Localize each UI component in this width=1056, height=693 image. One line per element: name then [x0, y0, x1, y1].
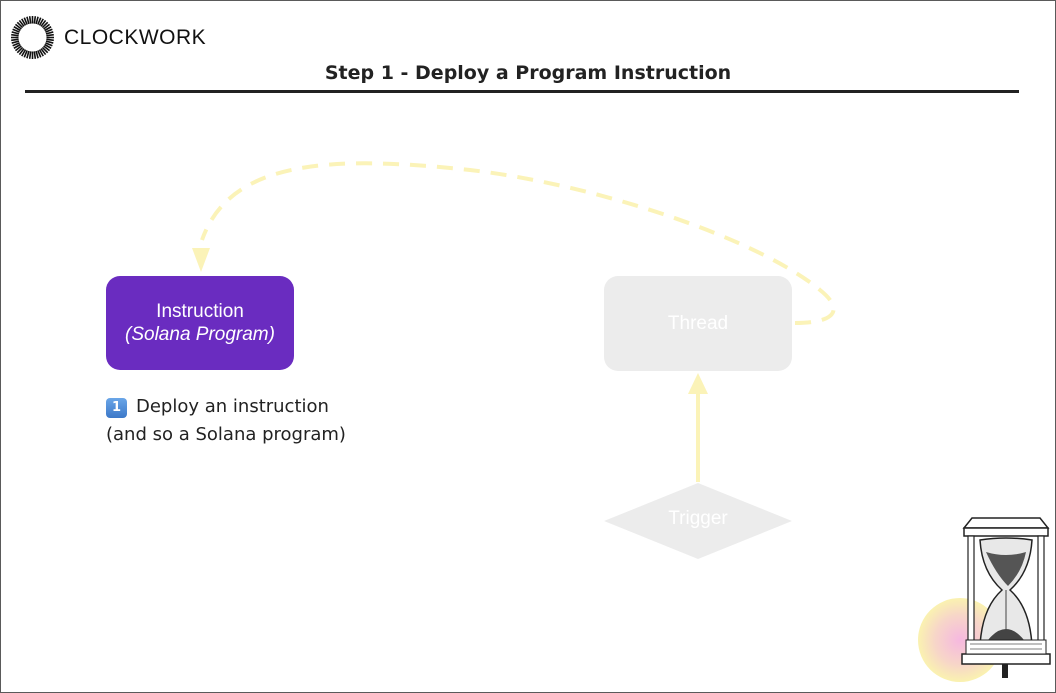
hourglass-illustration-icon: [918, 517, 1051, 682]
trigger-diamond[interactable]: [604, 483, 792, 559]
thread-node[interactable]: Thread: [604, 276, 792, 371]
thread-node-label: Thread: [667, 313, 729, 334]
keycap-one-icon: 1: [106, 398, 127, 418]
trigger-arrowhead: [688, 373, 708, 394]
loop-arrow-dashed: [200, 161, 836, 325]
loop-arrowhead: [192, 248, 210, 272]
instruction-node[interactable]: Instruction (Solana Program): [106, 276, 294, 370]
instruction-node-subtitle: (Solana Program): [125, 324, 275, 345]
step-line-2: (and so a Solana program): [106, 424, 346, 445]
brand-name: CLOCKWORK: [64, 25, 207, 49]
title-divider: [25, 90, 1019, 93]
step-description: 1 Deploy an instruction (and so a Solana …: [106, 393, 346, 449]
step-line-1: Deploy an instruction: [136, 396, 329, 417]
page-title: Step 1 - Deploy a Program Instruction: [324, 62, 732, 84]
clockwork-sunburst-logo-icon: [11, 16, 54, 59]
instruction-node-title: Instruction: [156, 301, 244, 322]
trigger-node-label: Trigger: [668, 508, 728, 529]
brand-logo[interactable]: CLOCKWORK: [10, 15, 206, 60]
